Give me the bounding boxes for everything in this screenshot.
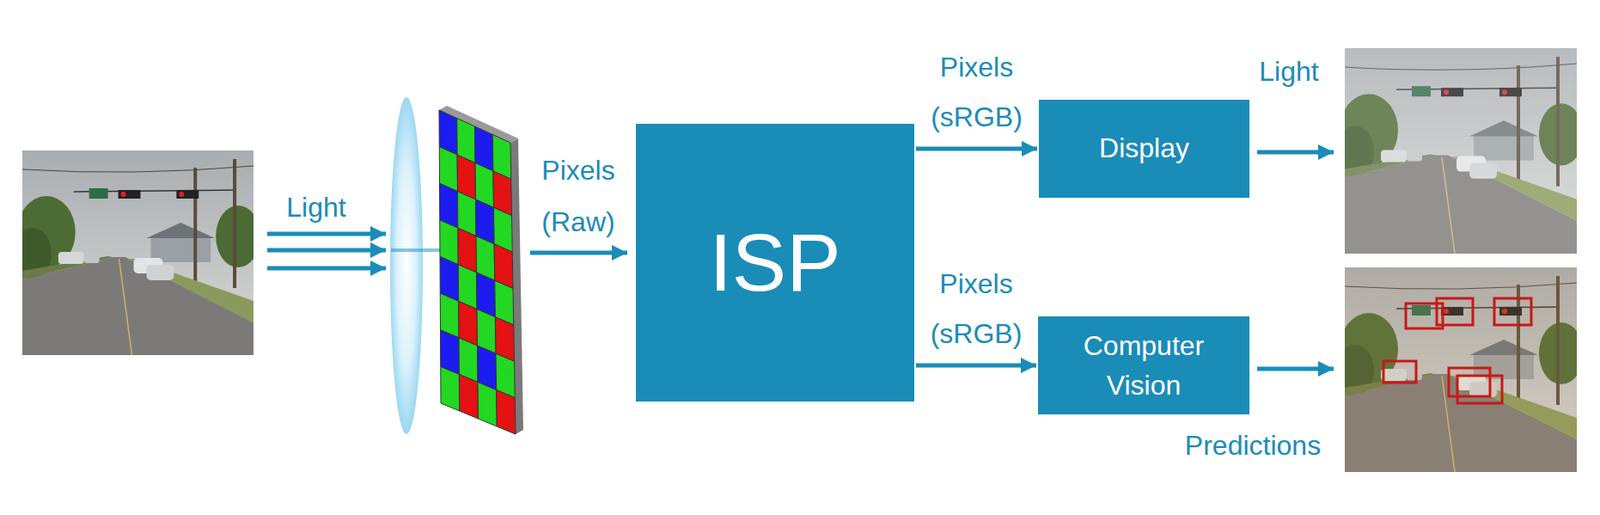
box-label: Display <box>1099 130 1190 167</box>
process-box: ISP <box>635 123 915 402</box>
edge-label: Pixels (sRGB) <box>916 258 1037 359</box>
edge-label: Pixels (sRGB) <box>916 42 1038 142</box>
process-box: Display <box>1038 99 1250 198</box>
process-box: Computer Vision <box>1038 316 1250 415</box>
box-label: ISP <box>708 217 841 308</box>
flow-label: Pixels (Raw) <box>518 144 639 248</box>
flow-arrow <box>916 363 1037 368</box>
box-label: Computer Vision <box>1057 325 1230 405</box>
flow-label: Light <box>1237 54 1341 89</box>
flow-arrow <box>916 146 1038 152</box>
flow-label: Light <box>264 189 368 225</box>
flow-label: Predictions <box>1166 427 1339 463</box>
